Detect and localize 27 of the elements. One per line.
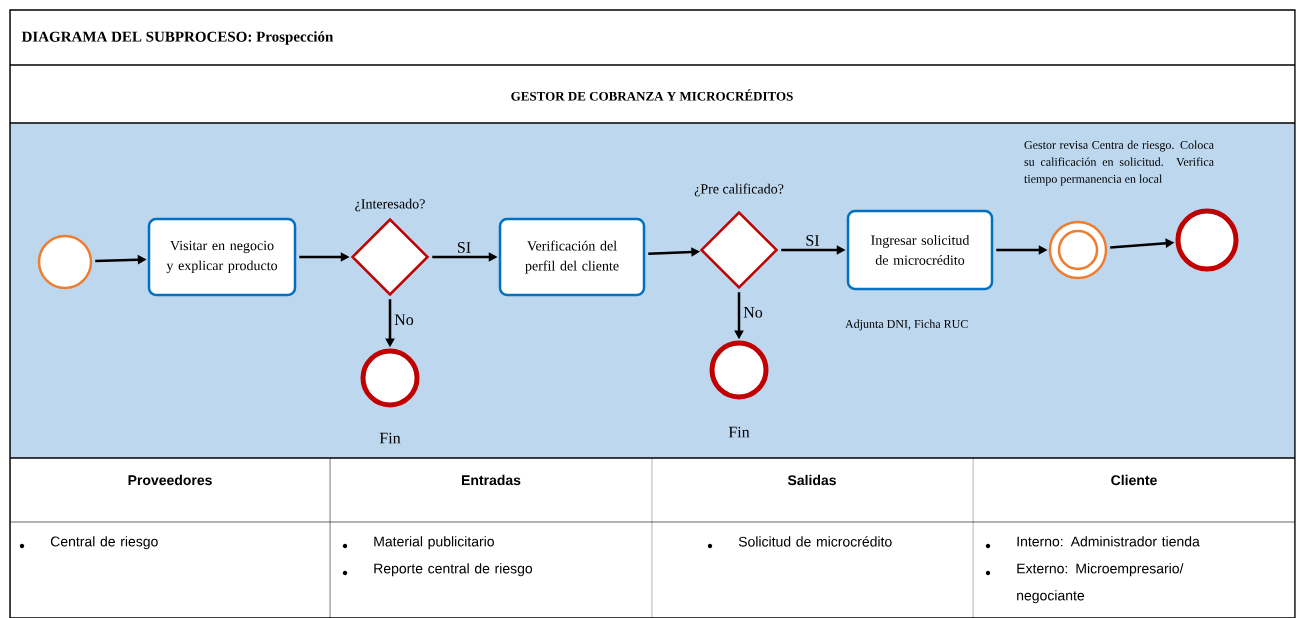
process-box: Verificación del perfil del cliente [498,217,646,297]
table-cell: Externo: Microempresario/ negociante [1017,563,1184,604]
edge-label: No [394,314,414,326]
start-event-circle [37,234,93,290]
end-label: Fin [728,426,750,438]
table-cell: Reporte central de riesgo [374,563,533,577]
table-cell: Interno: Administrador tienda [1017,536,1200,547]
table-cell: Material publicitario [374,536,494,550]
title: DIAGRAMA DEL SUBPROCESO: Prospección [21,31,334,45]
lane-header: GESTOR DE COBRANZA Y MICROCRÉDITOS [511,89,793,101]
edge-label: SI [806,235,820,246]
table-header: Entradas [462,474,521,486]
table-header: Proveedores [128,474,212,486]
table-header: Salidas [787,474,836,486]
edge-label: SI [457,242,471,253]
process-box: Visitar en negocio y explicar producto [147,217,297,297]
edge-label: No [743,307,763,318]
table-header: Cliente [1111,474,1157,486]
decision-label: ¿Pre calificado? [694,183,784,197]
note-text: Adjunta DNI, Ficha RUC [845,319,968,331]
note-text: Gestor revisa Centra de riesgo. Coloca su calificación en solicitud. Verifica tiempo permanencia en local [1024,140,1214,186]
table-cell: Central de riesgo [50,536,158,550]
decision-label: ¿Interesado? [355,198,425,212]
process-box: Ingresar solicitud de microcrédito [846,209,994,291]
end-event-circle [1175,208,1239,272]
table-cell: Solicitud de microcrédito [738,536,892,547]
end-label: Fin [379,432,401,444]
